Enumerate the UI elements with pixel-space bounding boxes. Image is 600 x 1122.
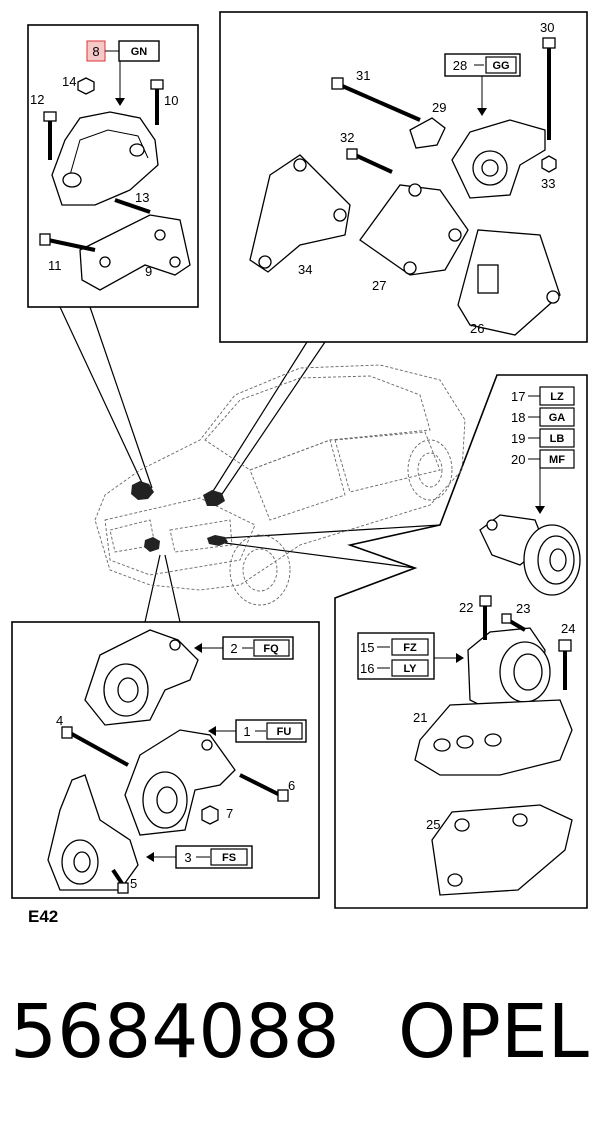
mount-17-drawing bbox=[479, 514, 581, 596]
callout-17-20[interactable]: 17 18 19 20 LZ GA LB MF bbox=[511, 386, 575, 514]
callout-1[interactable]: 1 FU bbox=[208, 719, 307, 743]
bracket-21-drawing bbox=[414, 699, 573, 776]
figure-code: E42 bbox=[28, 907, 58, 926]
callout-28-number: 28 bbox=[453, 58, 467, 73]
label-12: 12 bbox=[30, 92, 44, 107]
callout-1-number: 1 bbox=[243, 724, 250, 739]
callout-3[interactable]: 3 FS bbox=[146, 845, 253, 869]
label-7: 7 bbox=[226, 806, 233, 821]
label-11: 11 bbox=[48, 258, 62, 273]
callout-2-number: 2 bbox=[230, 641, 237, 656]
callout-15-16[interactable]: 15 16 FZ LY bbox=[357, 632, 464, 680]
leader-lines bbox=[59, 306, 441, 623]
callout-17-code: LZ bbox=[550, 391, 564, 403]
panel-right bbox=[334, 374, 588, 909]
bracket-27-drawing bbox=[359, 183, 469, 276]
panel-top-right bbox=[219, 11, 588, 343]
callout-17-number: 17 bbox=[511, 389, 525, 404]
bracket-9-drawing bbox=[79, 214, 191, 291]
mount-1-drawing bbox=[124, 729, 236, 836]
label-14: 14 bbox=[62, 74, 76, 89]
label-5: 5 bbox=[130, 876, 137, 891]
label-13: 13 bbox=[135, 190, 149, 205]
callout-3-code: FS bbox=[222, 852, 236, 864]
mount-15-drawing bbox=[467, 627, 551, 716]
callout-15-code: FZ bbox=[403, 642, 417, 654]
callout-16-number: 16 bbox=[360, 661, 374, 676]
label-22: 22 bbox=[459, 600, 473, 615]
bolts-bottom-left bbox=[61, 726, 289, 894]
callout-16-code: LY bbox=[403, 663, 417, 675]
callout-20-code: MF bbox=[549, 454, 565, 466]
panel-bottom-left bbox=[11, 621, 320, 899]
part-number: 5684088 bbox=[10, 989, 340, 1075]
callout-3-number: 3 bbox=[184, 850, 191, 865]
label-25: 25 bbox=[426, 817, 440, 832]
bolts-top-left bbox=[39, 77, 164, 252]
callout-2[interactable]: 2 FQ bbox=[194, 636, 294, 660]
bolts-right bbox=[479, 595, 572, 690]
brand-name: OPEL bbox=[398, 989, 589, 1075]
mount-markers bbox=[131, 481, 228, 552]
callout-8-code: GN bbox=[131, 46, 148, 58]
bracket-34-drawing bbox=[249, 154, 351, 273]
mount-8-drawing bbox=[51, 111, 159, 206]
mount-2-drawing bbox=[84, 629, 199, 726]
label-9: 9 bbox=[145, 264, 152, 279]
label-4: 4 bbox=[56, 713, 63, 728]
bracket-26-drawing bbox=[457, 229, 561, 336]
callout-18-code: GA bbox=[549, 412, 566, 424]
label-34: 34 bbox=[298, 262, 312, 277]
label-29: 29 bbox=[432, 100, 446, 115]
label-33: 33 bbox=[541, 176, 555, 191]
callout-2-code: FQ bbox=[263, 643, 279, 655]
label-32: 32 bbox=[340, 130, 354, 145]
label-31: 31 bbox=[356, 68, 370, 83]
callout-18-number: 18 bbox=[511, 410, 525, 425]
callout-19-number: 19 bbox=[511, 431, 525, 446]
callout-8[interactable]: 8 GN bbox=[86, 40, 160, 106]
callout-19-code: LB bbox=[550, 433, 565, 445]
washer-29-drawing bbox=[409, 117, 446, 149]
label-27: 27 bbox=[372, 278, 386, 293]
label-23: 23 bbox=[516, 601, 530, 616]
callout-15-number: 15 bbox=[360, 640, 374, 655]
label-24: 24 bbox=[561, 621, 575, 636]
label-6: 6 bbox=[288, 778, 295, 793]
callout-28[interactable]: 28 GG bbox=[444, 53, 521, 116]
callout-20-number: 20 bbox=[511, 452, 525, 467]
mount-28-drawing bbox=[451, 119, 546, 199]
bracket-25-drawing bbox=[431, 804, 573, 896]
label-26: 26 bbox=[470, 321, 484, 336]
mount-3-drawing bbox=[47, 774, 139, 891]
label-21: 21 bbox=[413, 710, 427, 725]
callout-28-code: GG bbox=[492, 60, 509, 72]
label-30: 30 bbox=[540, 20, 554, 35]
callout-8-number: 8 bbox=[92, 44, 99, 59]
panel-top-left bbox=[27, 24, 199, 308]
label-10: 10 bbox=[164, 93, 178, 108]
callout-1-code: FU bbox=[277, 726, 292, 738]
bolts-top-right bbox=[331, 37, 557, 174]
